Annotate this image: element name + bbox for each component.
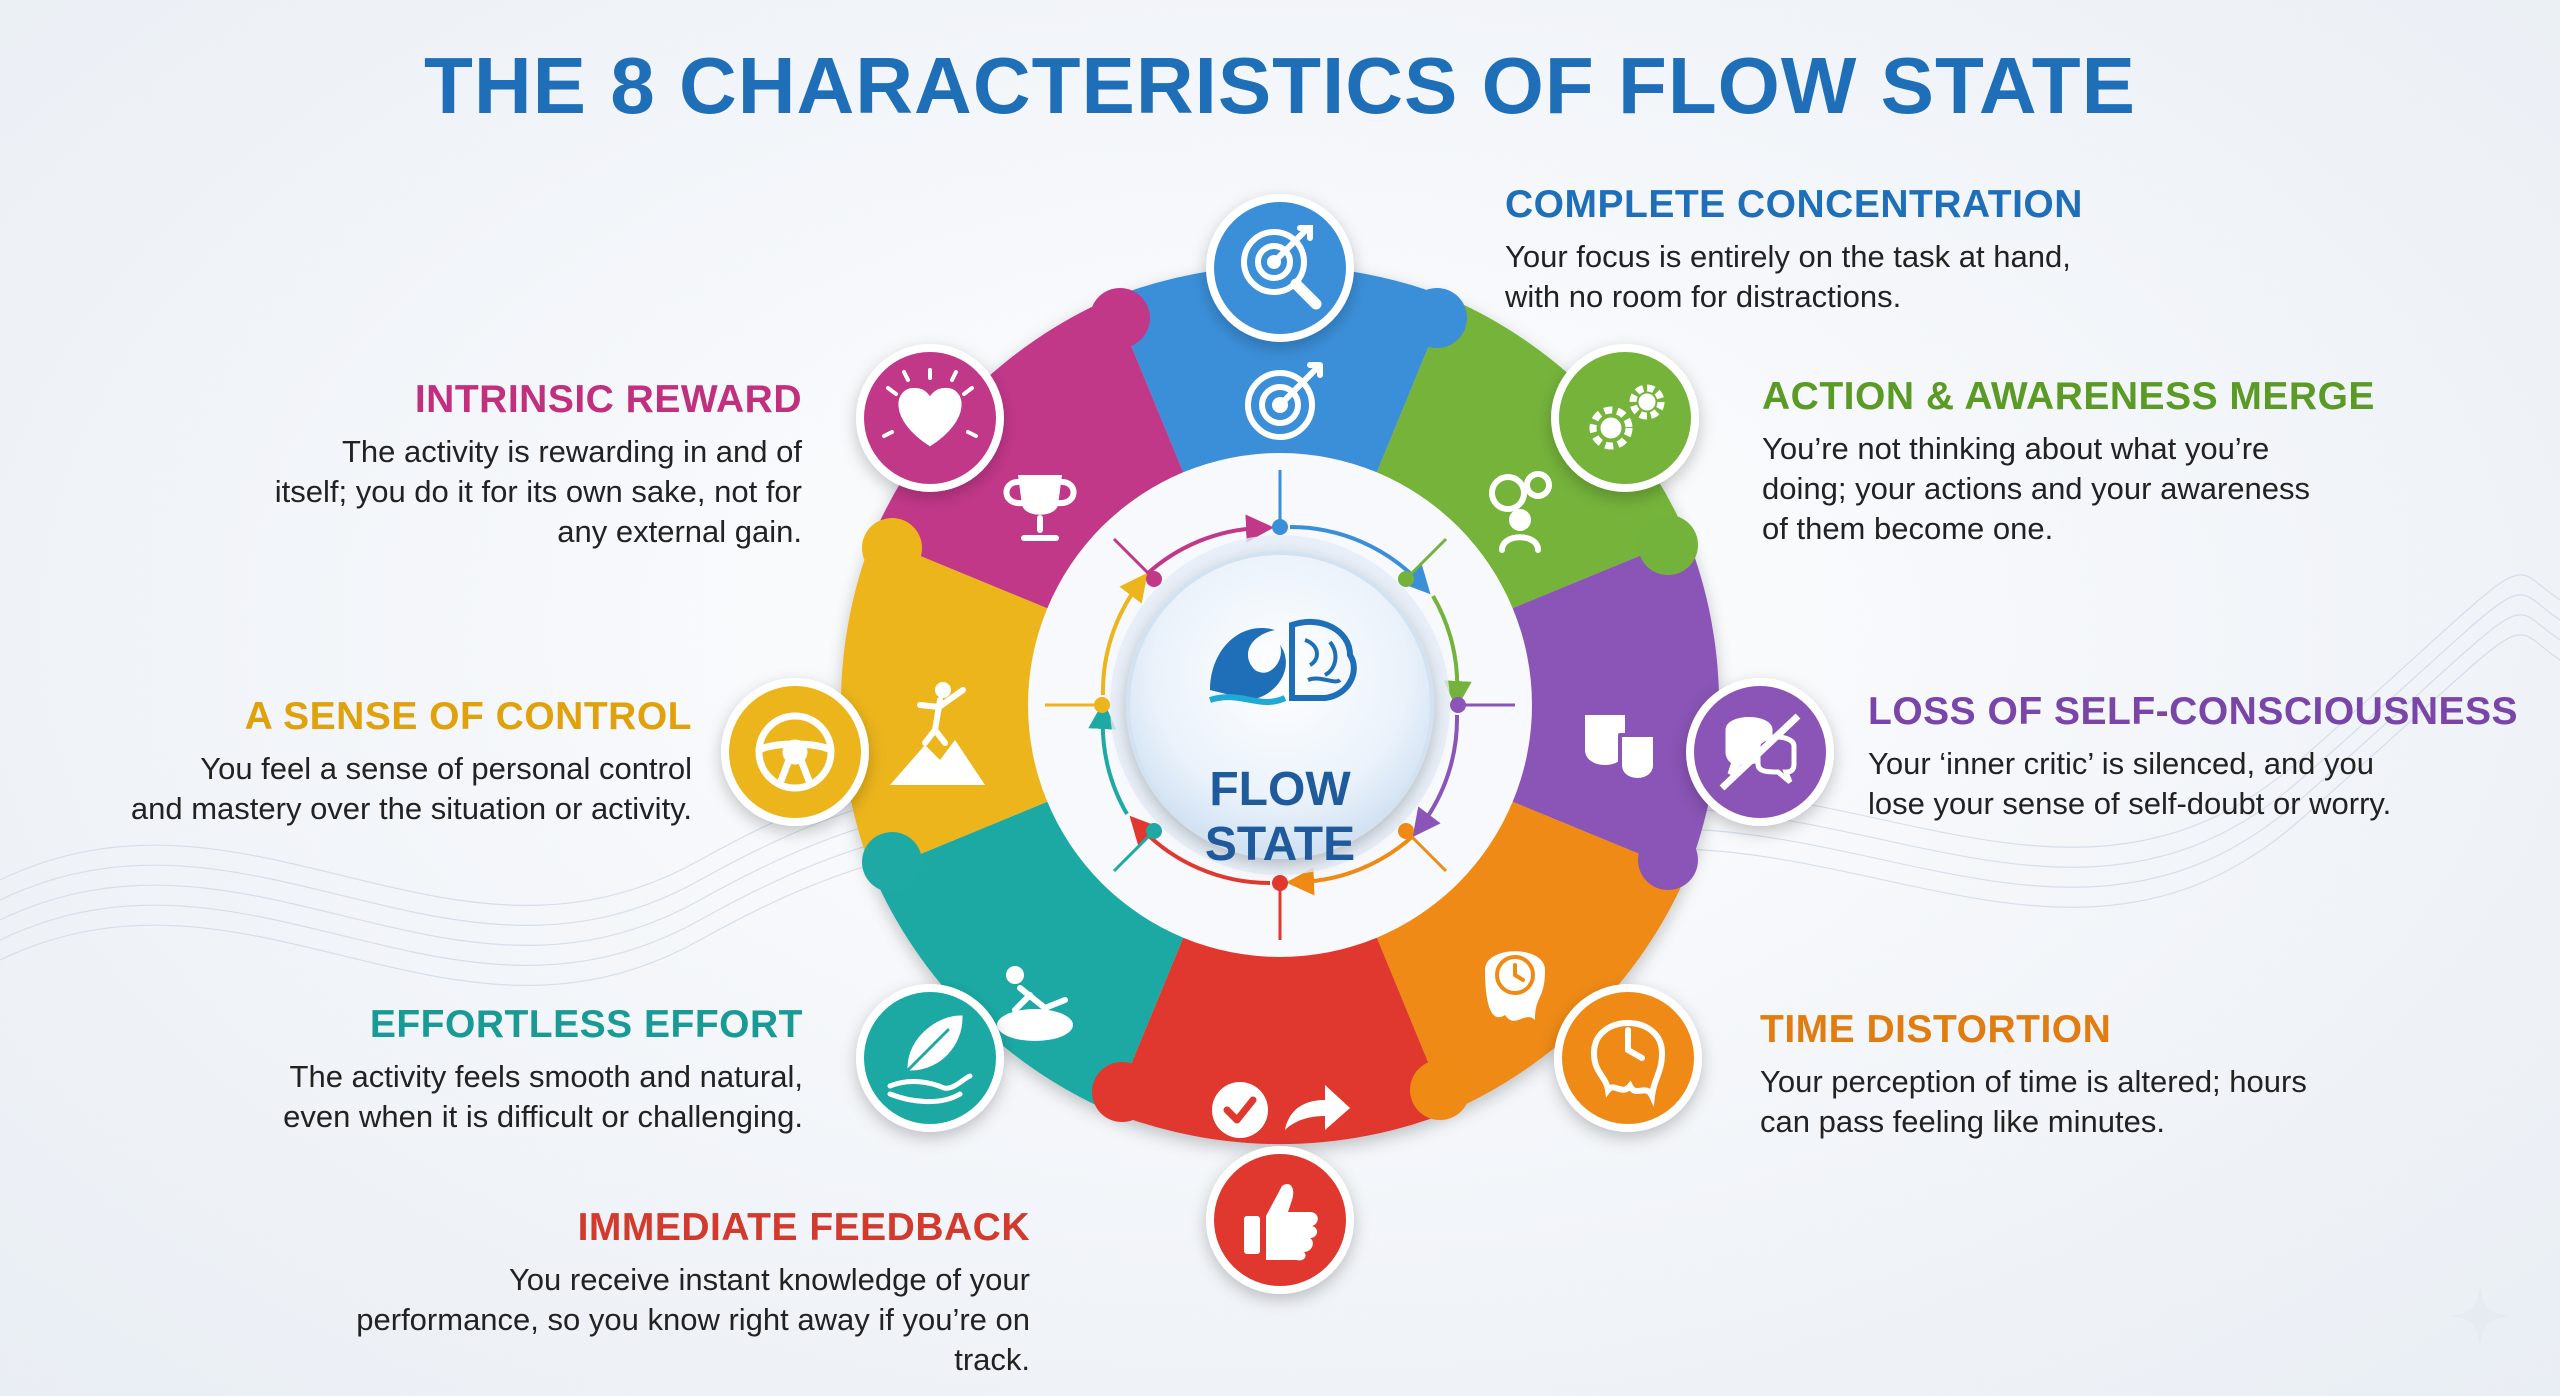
cycle-arrow-3 [1412,714,1460,838]
badge-immediate-feedback [1206,1146,1354,1294]
person-gears-icon [1489,471,1552,553]
item-desc: The activity feels smooth and natural, e… [283,1059,803,1134]
item-intrinsic-reward: INTRINSIC REWARD The activity is rewardi… [22,378,802,552]
item-title: A SENSE OF CONTROL [244,695,692,738]
item-desc: You receive instant knowledge of your pe… [356,1262,1030,1377]
sparkle-icon [2450,1286,2510,1346]
cycle-arrow-7 [1100,572,1148,696]
cycle-arrow-2 [1431,594,1472,709]
outer-icon-badges [721,194,1834,1294]
segment-inner-icons [890,362,1657,1138]
connector-dots [1094,519,1466,891]
ring-segments [840,265,1720,1145]
tubing-person-icon [997,966,1073,1041]
item-title: EFFORTLESS EFFORT [369,1003,803,1046]
melting-clock-icon [1590,1020,1666,1108]
heart-icon [882,368,978,447]
thumbs-up-icon [1244,1183,1318,1261]
summit-person-icon [890,682,985,785]
item-desc: Your perception of time is altered; hour… [1760,1064,2307,1139]
cycle-arrow-6 [1088,701,1129,816]
theater-masks-icon [1585,715,1657,782]
badge-sense-of-control [721,678,869,826]
item-title: TIME DISTORTION [1760,1008,2112,1051]
badge-time-distortion [1554,984,1702,1132]
badge-action-awareness-merge [1551,344,1699,492]
cycle-arrow-8 [1145,514,1274,576]
badge-complete-concentration [1206,194,1354,342]
segment-loss-self-consciousness [1498,536,1720,874]
item-time-distortion: TIME DISTORTION Your perception of time … [1760,1008,2540,1142]
item-title: ACTION & AWARENESS MERGE [1762,375,2375,418]
no-speech-icon [1719,713,1801,791]
wave-brain-icon [1209,618,1357,705]
cycle-arrows [1088,514,1472,896]
item-title: COMPLETE CONCENTRATION [1505,183,2083,226]
steering-wheel-icon [755,712,835,792]
target-magnifier-icon [1241,225,1322,310]
target-icon [1245,362,1323,440]
item-title: IMMEDIATE FEEDBACK [577,1206,1030,1249]
item-desc: You’re not thinking about what you’re do… [1762,431,2310,546]
item-action-awareness-merge: ACTION & AWARENESS MERGE You’re not thin… [1762,375,2542,549]
feather-hand-icon [887,1015,973,1105]
segment-immediate-feedback [1111,923,1449,1145]
item-effortless-effort: EFFORTLESS EFFORT The activity feels smo… [23,1003,803,1137]
badge-intrinsic-reward [856,344,1004,492]
segment-sense-of-control [840,536,1062,874]
item-desc: Your ‘inner critic’ is silenced, and you… [1868,746,2392,821]
trophy-icon [1003,475,1077,541]
segment-complete-concentration [1111,265,1449,487]
clock-icon [1485,951,1545,1021]
item-loss-self-consciousness: LOSS OF SELF-CONSCIOUSNESS Your ‘inner c… [1868,690,2560,824]
check-arrow-icon [1212,1082,1350,1138]
badge-effortless-effort [856,984,1004,1132]
item-complete-concentration: COMPLETE CONCENTRATION Your focus is ent… [1505,183,2285,317]
puzzle-tabs [862,288,1698,1122]
item-immediate-feedback: IMMEDIATE FEEDBACK You receive instant k… [250,1206,1030,1380]
center-label-line2: STATE [1205,818,1355,871]
item-desc: You feel a sense of personal control and… [130,751,692,826]
connector-lines [1045,470,1515,940]
badge-loss-self-consciousness [1686,678,1834,826]
item-title: LOSS OF SELF-CONSCIOUSNESS [1868,690,2519,733]
item-desc: The activity is rewarding in and of itse… [274,434,802,549]
item-sense-of-control: A SENSE OF CONTROL You feel a sense of p… [0,695,692,829]
flow-state-center: FLOW STATE [1110,535,1450,875]
center-label-line1: FLOW [1209,763,1351,816]
gears-icon [1589,384,1665,450]
item-desc: Your focus is entirely on the task at ha… [1505,239,2071,314]
cycle-arrow-4 [1286,834,1415,896]
item-title: INTRINSIC REWARD [414,378,802,421]
page-title: THE 8 CHARACTERISTICS OF FLOW STATE [424,41,2136,130]
